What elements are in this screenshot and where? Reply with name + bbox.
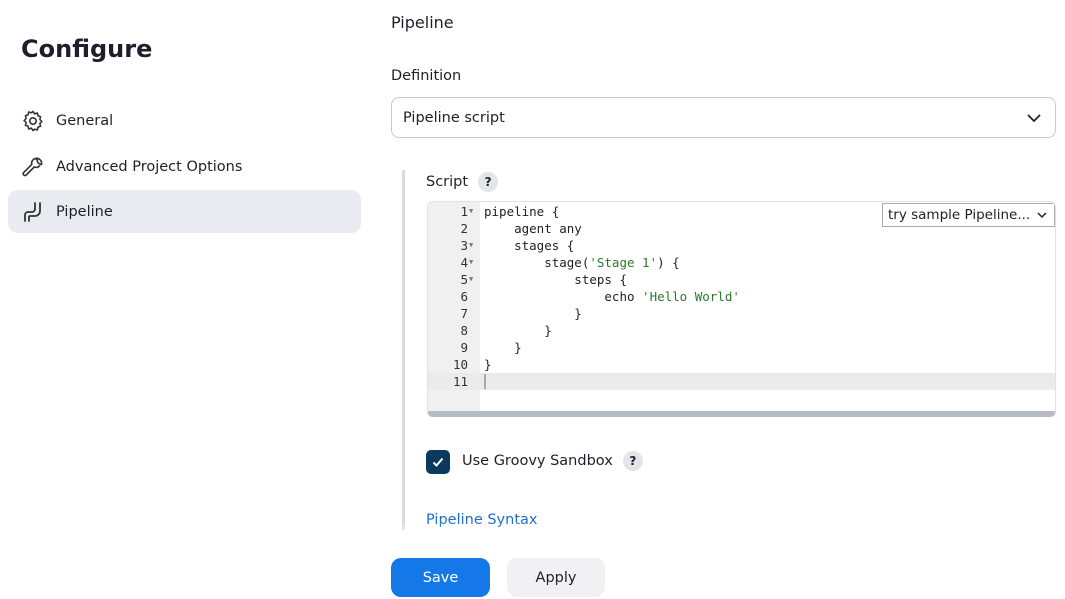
text-cursor — [484, 374, 486, 389]
wrench-icon — [22, 157, 43, 176]
sandbox-help-button[interactable]: ? — [622, 451, 643, 471]
definition-select[interactable]: Pipeline script — [391, 97, 1056, 138]
code-text: } — [484, 322, 552, 339]
code-line[interactable]: 9 } — [428, 339, 1055, 356]
try-sample-pipeline-select[interactable]: try sample Pipeline... — [882, 203, 1055, 227]
checkmark-icon — [432, 457, 444, 467]
code-line[interactable]: 6 echo 'Hello World' — [428, 288, 1055, 305]
sidebar-item-general[interactable]: General — [8, 99, 361, 142]
code-line[interactable]: 10} — [428, 356, 1055, 373]
sidebar-item-pipeline[interactable]: Pipeline — [8, 190, 361, 233]
code-token: } — [484, 323, 552, 338]
code-token: } — [484, 340, 522, 355]
definition-label: Definition — [391, 68, 462, 84]
groovy-sandbox-label: Use Groovy Sandbox — [462, 453, 613, 469]
chevron-down-icon — [1037, 212, 1047, 219]
chevron-down-icon — [1027, 114, 1041, 123]
code-token: agent any — [484, 221, 582, 236]
save-button[interactable]: Save — [391, 558, 490, 597]
code-text: stage('Stage 1') { — [484, 254, 680, 271]
code-line[interactable]: 4▼ stage('Stage 1') { — [428, 254, 1055, 271]
line-number: 9 — [460, 340, 468, 355]
page-title: Configure — [21, 35, 153, 63]
fold-arrow-icon[interactable]: ▼ — [469, 275, 474, 283]
fold-arrow-icon[interactable]: ▼ — [469, 241, 474, 249]
code-token: ) { — [657, 255, 680, 270]
script-label: Script — [426, 174, 469, 190]
line-number: 11 — [452, 374, 468, 389]
code-text: echo 'Hello World' — [484, 288, 740, 305]
code-token: steps { — [484, 272, 627, 287]
string-literal: 'Stage 1' — [589, 255, 658, 270]
code-text: steps { — [484, 271, 627, 288]
line-number: 8 — [460, 323, 468, 338]
line-number: 4 — [460, 255, 468, 270]
definition-value: Pipeline script — [403, 109, 505, 126]
code-text: } — [484, 339, 522, 356]
code-line[interactable]: 2 agent any — [428, 220, 1055, 237]
code-text: agent any — [484, 220, 582, 237]
code-token: stages { — [484, 238, 575, 253]
code-token: pipeline { — [484, 204, 560, 219]
line-number: 5 — [460, 272, 468, 287]
gear-icon — [23, 109, 43, 132]
sidebar-item-label: Pipeline — [56, 203, 113, 220]
sample-select-value: try sample Pipeline... — [888, 207, 1031, 223]
line-number: 2 — [460, 221, 468, 236]
fold-arrow-icon[interactable]: ▼ — [469, 207, 474, 215]
script-editor[interactable]: try sample Pipeline... 1▼pipeline {2 age… — [427, 201, 1056, 417]
line-number: 1 — [460, 204, 468, 219]
line-number: 6 — [460, 289, 468, 304]
line-number: 3 — [460, 238, 468, 253]
fold-arrow-icon[interactable]: ▼ — [469, 258, 474, 266]
code-token: } — [484, 357, 492, 372]
code-token: stage( — [484, 255, 590, 270]
code-line[interactable]: 7 } — [428, 305, 1055, 322]
section-title: Pipeline — [391, 13, 454, 32]
code-line[interactable]: 1▼ pipeline { — [428, 203, 1055, 220]
sidebar-item-advanced-project-options[interactable]: Advanced Project Options — [8, 145, 361, 188]
code-text: } — [484, 305, 582, 322]
line-number: 10 — [452, 357, 468, 372]
code-text: stages { — [484, 237, 574, 254]
sidebar-item-label: General — [56, 112, 114, 129]
line-number: 7 — [460, 306, 468, 321]
groovy-sandbox-checkbox[interactable] — [426, 450, 450, 474]
string-literal: 'Hello World' — [642, 289, 740, 304]
apply-button[interactable]: Apply — [507, 558, 605, 597]
code-line[interactable]: 5▼ steps { — [428, 271, 1055, 288]
code-text: } — [484, 356, 492, 373]
code-line[interactable]: 8 } — [428, 322, 1055, 339]
script-help-button[interactable]: ? — [478, 172, 499, 192]
section-indent-bar — [402, 170, 405, 530]
code-token: echo — [484, 289, 643, 304]
code-line[interactable]: 3▼ stages { — [428, 237, 1055, 254]
pipeline-syntax-link[interactable]: Pipeline Syntax — [426, 512, 538, 528]
code-token: } — [484, 306, 582, 321]
code-line[interactable]: 11 — [428, 373, 1055, 390]
pipeline-icon — [24, 201, 41, 222]
code-text: pipeline { — [484, 203, 559, 220]
sidebar-item-label: Advanced Project Options — [56, 158, 243, 175]
